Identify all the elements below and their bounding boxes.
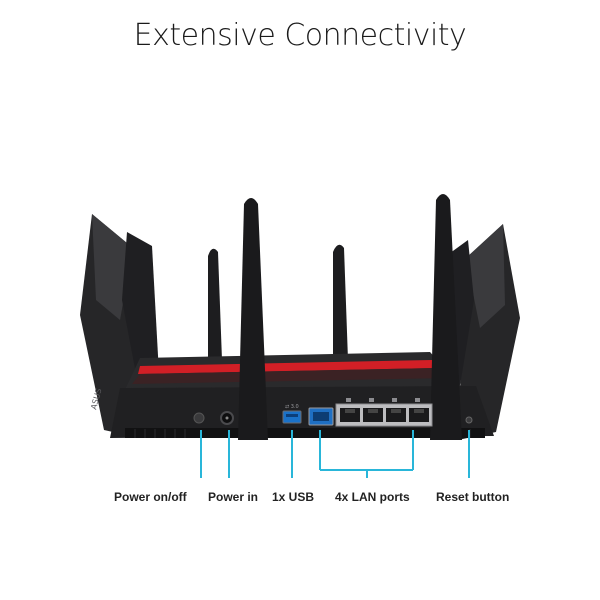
svg-text:⇄ 3.0: ⇄ 3.0 [285, 404, 299, 410]
label-power-onoff: Power on/off [114, 490, 187, 504]
label-reset-button: Reset button [436, 490, 510, 504]
power-button [193, 412, 205, 424]
antenna-front-left [238, 198, 268, 440]
page-title: Extensive Connectivity [133, 18, 467, 53]
antenna-back-right [333, 244, 348, 360]
label-lan-ports: 4x LAN ports [335, 490, 410, 504]
label-power-in: Power in [208, 490, 259, 504]
accent-stripe [138, 360, 436, 374]
label-usb: 1x USB [272, 490, 315, 504]
antenna-front-right [430, 194, 462, 440]
antenna-blade-left-inner [122, 232, 160, 395]
callout-lines [200, 430, 470, 478]
lan-ports [335, 403, 433, 427]
reset-button [465, 416, 473, 424]
antenna-back-left [208, 248, 222, 360]
